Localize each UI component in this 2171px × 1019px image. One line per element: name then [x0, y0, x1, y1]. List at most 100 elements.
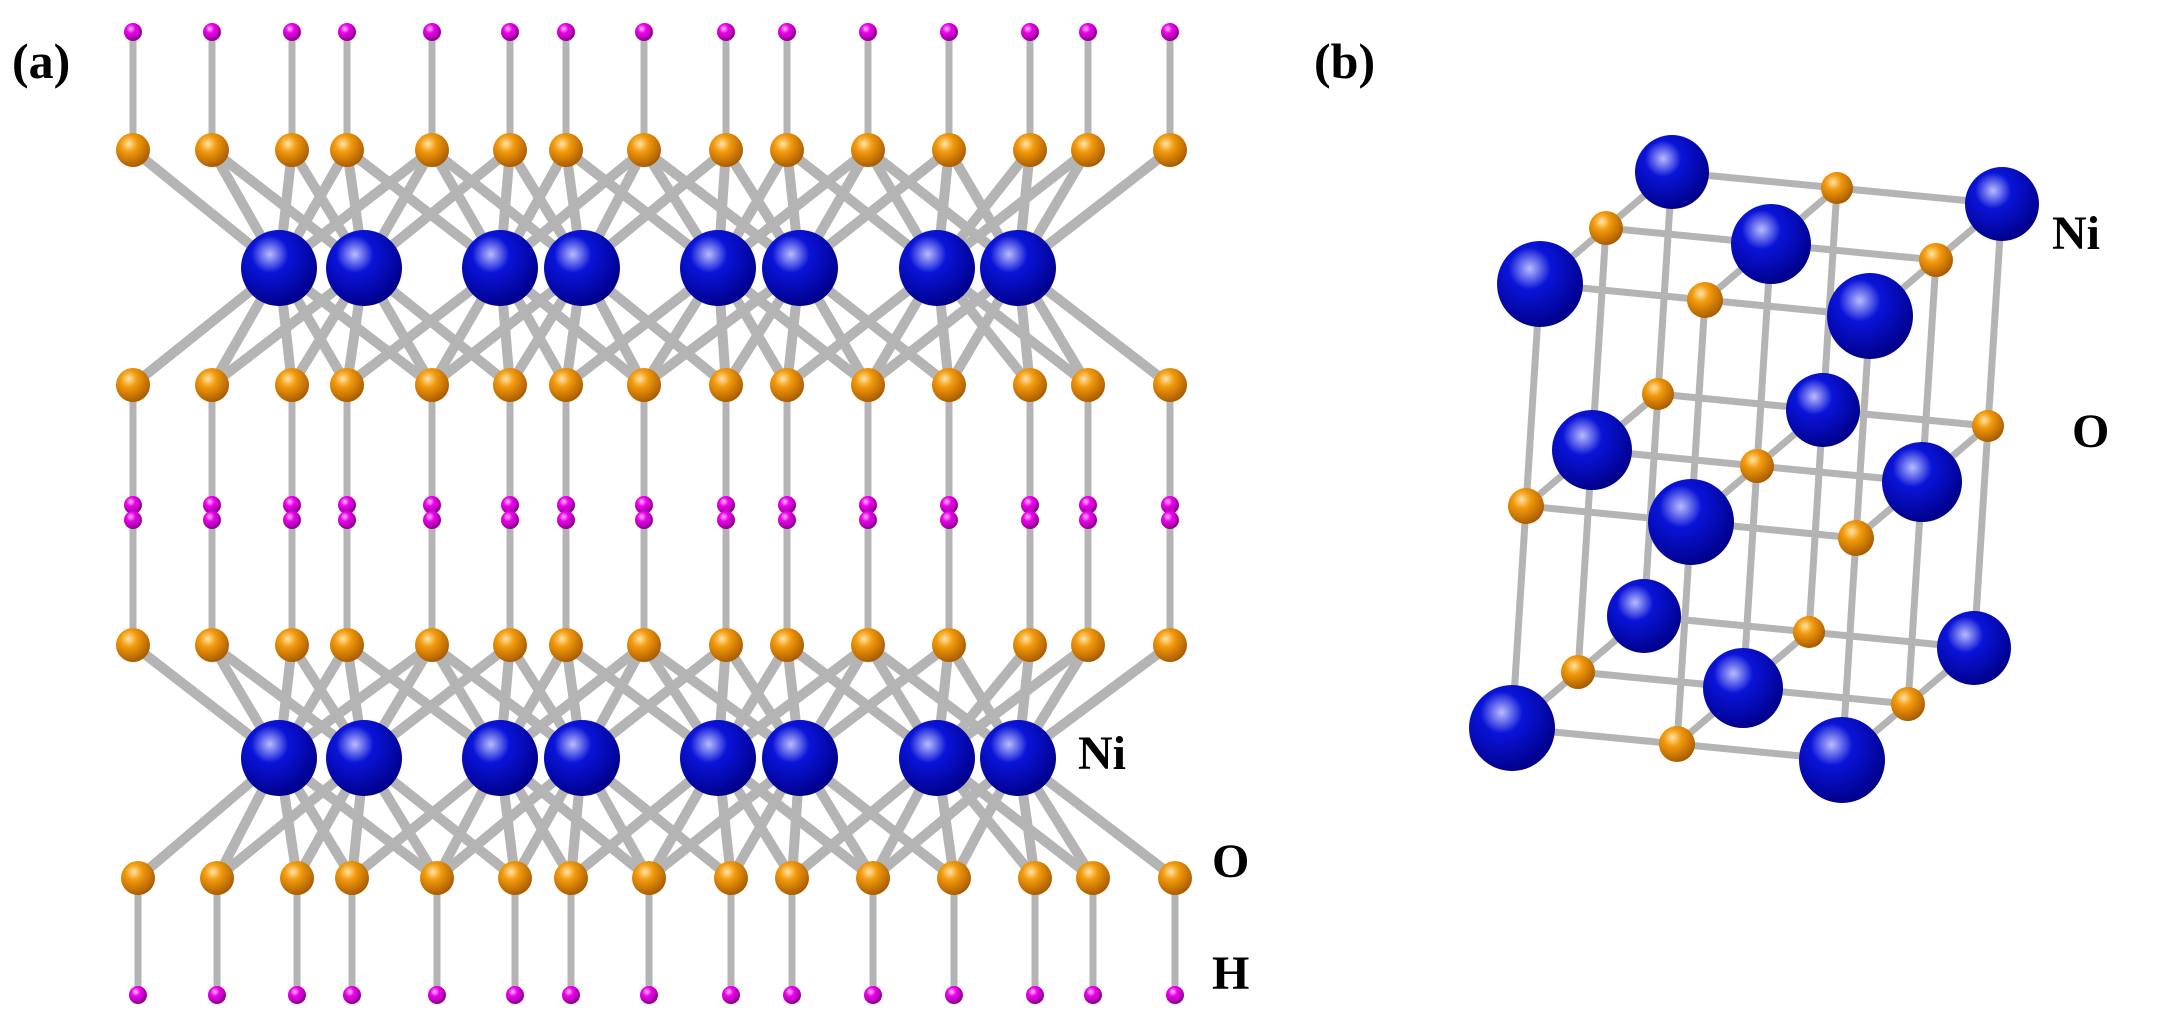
panel-a-label: (a): [12, 33, 71, 89]
h-atom: [1166, 986, 1184, 1004]
ni-atom: [462, 230, 538, 306]
h-atom: [203, 511, 221, 529]
ni-o-bond: [1654, 168, 1676, 398]
o-atom: [1508, 488, 1544, 524]
h-atom: [778, 511, 796, 529]
o-atom: [498, 861, 532, 895]
h-atom: [778, 23, 796, 41]
o-atom: [937, 861, 971, 895]
panel-a-o-label: O: [1212, 835, 1250, 888]
ni-atom: [680, 230, 756, 306]
h-atom: [423, 23, 441, 41]
o-atom: [420, 861, 454, 895]
panel-b-ni-label: Ni: [2052, 207, 2100, 260]
o-atom: [1158, 861, 1192, 895]
ni-atom: [1731, 204, 1811, 284]
o-atom: [493, 368, 527, 402]
o-atom: [121, 861, 155, 895]
o-atom: [493, 628, 527, 662]
o-atom: [627, 133, 661, 167]
panel-b-rocksalt-cell: (b) Ni O: [1300, 0, 2171, 1019]
o-atom: [1642, 378, 1674, 410]
ni-atom: [241, 230, 317, 306]
ni-atom: [1497, 241, 1583, 327]
o-atom: [330, 368, 364, 402]
o-atom: [549, 368, 583, 402]
o-atom: [932, 133, 966, 167]
h-atom: [717, 511, 735, 529]
h-atom: [940, 511, 958, 529]
o-atom: [195, 133, 229, 167]
o-atom: [1561, 655, 1595, 689]
o-atom: [1013, 368, 1047, 402]
ni-atom: [1965, 167, 2039, 241]
o-atom: [554, 861, 588, 895]
o-atom: [1153, 133, 1187, 167]
h-atom: [428, 986, 446, 1004]
ni-atom: [1703, 648, 1783, 728]
panel-a-layered-structure: (a) Ni O H: [12, 23, 1250, 1004]
o-atom: [1687, 282, 1723, 318]
h-atom: [778, 496, 796, 514]
panel-a-h-label: H: [1212, 947, 1250, 1000]
h-atom: [1021, 496, 1039, 514]
h-atom: [1026, 986, 1044, 1004]
o-atom: [116, 368, 150, 402]
o-atom: [1153, 368, 1187, 402]
o-atom: [632, 861, 666, 895]
h-atom: [940, 496, 958, 514]
o-atom: [415, 133, 449, 167]
h-atom: [501, 496, 519, 514]
h-atom: [283, 511, 301, 529]
ni-o-bond: [1640, 390, 1662, 620]
o-atom: [280, 861, 314, 895]
h-atom: [1079, 496, 1097, 514]
ni-atom: [762, 230, 838, 306]
h-atom: [864, 986, 882, 1004]
h-atom: [501, 23, 519, 41]
h-atom: [1021, 511, 1039, 529]
h-atom: [501, 511, 519, 529]
h-atom: [635, 23, 653, 41]
h-atom: [859, 511, 877, 529]
o-atom: [1071, 368, 1105, 402]
ni-atom: [1635, 135, 1709, 209]
h-atom: [203, 23, 221, 41]
o-atom: [1838, 520, 1874, 556]
ni-atom: [1469, 685, 1555, 771]
h-atom: [423, 511, 441, 529]
ni-atom: [762, 720, 838, 796]
h-atom: [635, 496, 653, 514]
ni-atom: [1607, 579, 1681, 653]
o-atom: [1071, 133, 1105, 167]
ni-atom: [980, 720, 1056, 796]
ni-atom: [980, 230, 1056, 306]
o-atom: [275, 628, 309, 662]
h-atom: [562, 986, 580, 1004]
h-atom: [129, 986, 147, 1004]
o-atom: [275, 133, 309, 167]
ni-atom: [1786, 373, 1860, 447]
h-atom: [506, 986, 524, 1004]
o-atom: [770, 133, 804, 167]
o-atom: [1919, 243, 1953, 277]
h-atom: [1084, 986, 1102, 1004]
h-atom: [283, 23, 301, 41]
h-atom: [203, 496, 221, 514]
o-atom: [932, 628, 966, 662]
o-atom: [415, 368, 449, 402]
o-atom: [330, 628, 364, 662]
o-atom: [770, 368, 804, 402]
o-atom: [1076, 861, 1110, 895]
h-atom: [1021, 23, 1039, 41]
panel-b-structure-drawing: [1469, 135, 2039, 803]
h-atom: [640, 986, 658, 1004]
o-atom: [1972, 410, 2004, 442]
h-atom: [1079, 23, 1097, 41]
ni-atom: [1827, 273, 1913, 359]
o-atom: [116, 628, 150, 662]
h-atom: [338, 496, 356, 514]
o-atom: [1013, 628, 1047, 662]
ni-atom: [1937, 611, 2011, 685]
h-atom: [722, 986, 740, 1004]
